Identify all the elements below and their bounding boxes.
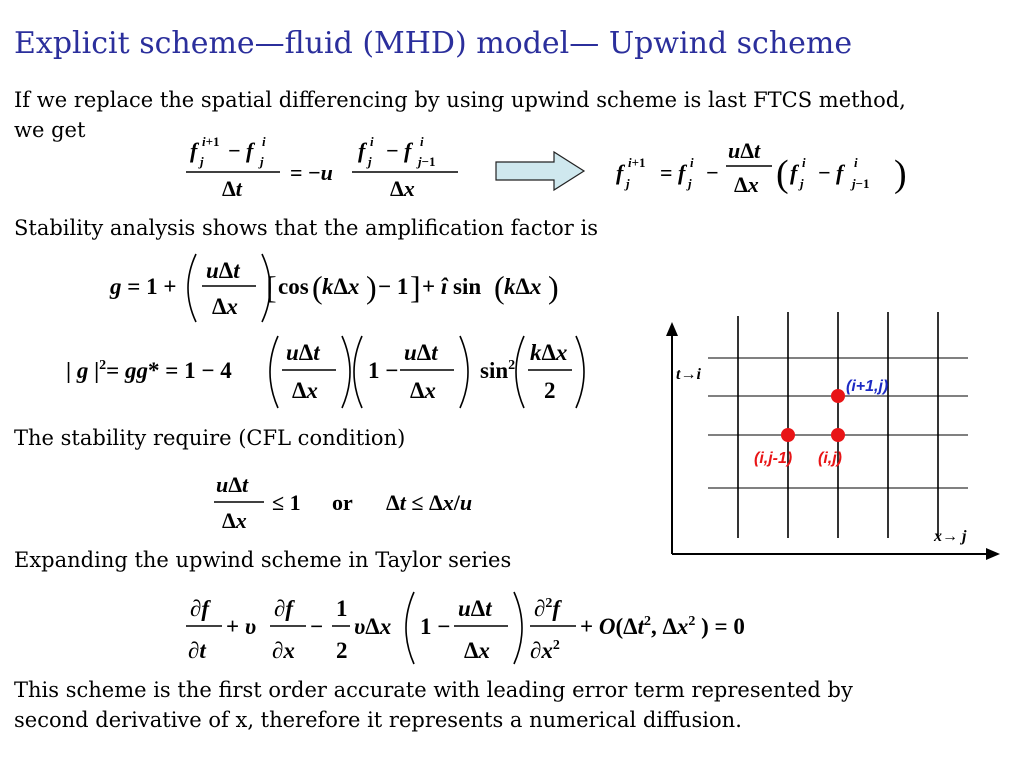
svg-text:j: j: [198, 154, 204, 169]
grid-point-i-plus-1-j: [831, 389, 845, 403]
grid-point-i-j: [831, 428, 845, 442]
svg-text:= f: = f: [660, 160, 688, 185]
svg-text:kΔx: kΔx: [322, 274, 359, 299]
svg-text:Δx: Δx: [292, 378, 318, 403]
slide-title: Explicit scheme—fluid (MHD) model— Upwin…: [14, 26, 853, 61]
svg-text:i: i: [420, 134, 424, 149]
svg-text:): ): [894, 153, 907, 195]
svg-text:i: i: [262, 134, 266, 149]
svg-text:j−1: j−1: [850, 176, 870, 191]
svg-text:or: or: [332, 490, 353, 515]
svg-text:uΔt: uΔt: [286, 340, 320, 365]
svg-text:Δx: Δx: [734, 172, 759, 197]
conclusion-line-2: second derivative of x, therefore it rep…: [14, 708, 742, 732]
svg-text:f: f: [616, 160, 626, 185]
upwind-update-equation: f j i+1 = f j i − uΔt Δx ( f j i − f j−1…: [616, 138, 907, 197]
svg-text:+ î sin: + î sin: [422, 274, 481, 299]
svg-text:f: f: [358, 138, 368, 163]
stability-text: Stability analysis shows that the amplif…: [14, 216, 598, 240]
svg-text:(: (: [776, 153, 789, 195]
svg-text:υΔx: υΔx: [354, 614, 391, 639]
svg-text:sin2: sin2: [480, 358, 515, 383]
svg-text:− f: − f: [228, 138, 256, 163]
svg-text:): ): [548, 269, 559, 305]
taylor-text: Expanding the upwind scheme in Taylor se…: [14, 548, 512, 572]
svg-text:≤ 1: ≤ 1: [272, 490, 301, 515]
svg-text:| g |2= gg* = 1 − 4: | g |2= gg* = 1 − 4: [66, 358, 232, 383]
svg-text:j−1: j−1: [416, 154, 436, 169]
svg-text:1 −: 1 −: [368, 358, 398, 383]
svg-text:−: −: [706, 160, 719, 185]
point-label-i-j: (i,j): [818, 450, 842, 467]
svg-text:Δx: Δx: [464, 638, 490, 663]
svg-text:−: −: [310, 614, 323, 639]
conclusion-line-1: This scheme is the first order accurate …: [14, 678, 853, 702]
svg-text:]: ]: [410, 269, 421, 305]
svg-text:i+1: i+1: [202, 134, 220, 149]
svg-text:j: j: [686, 176, 692, 191]
svg-text:Δt ≤ Δx/u: Δt ≤ Δx/u: [386, 490, 472, 515]
svg-text:): ): [366, 269, 377, 305]
x-axis-label: x→ j: [934, 528, 967, 545]
modulus-equation: | g |2= gg* = 1 − 4 uΔt Δx 1 − uΔt Δx si…: [66, 335, 585, 409]
svg-text:f: f: [790, 160, 800, 185]
svg-text:i+1: i+1: [628, 155, 646, 170]
svg-text:− 1: − 1: [378, 274, 408, 299]
svg-text:uΔt: uΔt: [458, 596, 492, 621]
svg-text:uΔt: uΔt: [728, 138, 761, 163]
svg-text:i: i: [690, 155, 694, 170]
svg-text:uΔt: uΔt: [206, 258, 240, 283]
svg-text:j: j: [798, 176, 804, 191]
svg-text:+ O(Δt2, Δx2 ) = 0: + O(Δt2, Δx2 ) = 0: [580, 614, 745, 639]
svg-text:f: f: [190, 138, 200, 163]
svg-text:∂x: ∂x: [272, 638, 295, 663]
svg-text:kΔx: kΔx: [504, 274, 541, 299]
svg-text:j: j: [624, 176, 630, 191]
svg-text:cos: cos: [278, 274, 309, 299]
svg-text:Δx: Δx: [390, 176, 415, 201]
svg-text:(: (: [312, 269, 323, 305]
svg-text:∂f: ∂f: [274, 596, 295, 621]
svg-text:∂2f: ∂2f: [534, 596, 562, 621]
svg-text:∂t: ∂t: [188, 638, 206, 663]
svg-text:[: [: [266, 269, 277, 305]
svg-text:Δt: Δt: [222, 176, 243, 201]
svg-text:1 −: 1 −: [420, 614, 450, 639]
svg-text:− f: − f: [818, 160, 846, 185]
cfl-condition-equation: uΔt Δx ≤ 1 or Δt ≤ Δx/u: [214, 472, 472, 533]
grid-point-i-j-minus-1: [781, 428, 795, 442]
right-arrow-shape: [495, 150, 586, 192]
svg-text:∂f: ∂f: [190, 596, 211, 621]
finite-difference-equation: f j i+1 − f j i Δt = −u f j i − f j−1 i …: [186, 134, 458, 201]
svg-text:i: i: [854, 155, 858, 170]
svg-text:uΔt: uΔt: [404, 340, 438, 365]
intro-line-2: we get: [14, 118, 86, 142]
taylor-series-equation: ∂f ∂t + υ ∂f ∂x − 1 2 υΔx 1 − uΔt Δx ∂2f…: [186, 591, 745, 665]
svg-text:g = 1 +: g = 1 +: [109, 274, 176, 299]
svg-text:= −u: = −u: [290, 160, 333, 185]
svg-text:uΔt: uΔt: [216, 472, 249, 497]
point-label-i-j-minus-1: (i,j-1): [754, 450, 793, 467]
svg-text:2: 2: [544, 378, 556, 403]
svg-text:1: 1: [336, 596, 348, 621]
svg-text:Δx: Δx: [222, 508, 247, 533]
svg-text:j: j: [258, 154, 264, 169]
amplification-factor-equation: g = 1 + uΔt Δx [ cos ( kΔx ) − 1 ] + î s…: [109, 253, 559, 323]
svg-text:(: (: [494, 269, 505, 305]
svg-text:kΔx: kΔx: [530, 340, 567, 365]
svg-text:Δx: Δx: [410, 378, 436, 403]
svg-text:2: 2: [336, 638, 348, 663]
svg-text:Δx: Δx: [212, 294, 238, 319]
intro-line-1: If we replace the spatial differencing b…: [14, 88, 906, 112]
svg-text:− f: − f: [386, 138, 414, 163]
svg-text:+ υ: + υ: [226, 614, 256, 639]
t-axis-label: t→i: [676, 366, 701, 383]
svg-text:∂x2: ∂x2: [530, 638, 560, 663]
svg-text:i: i: [802, 155, 806, 170]
svg-text:j: j: [366, 154, 372, 169]
cfl-text: The stability require (CFL condition): [14, 426, 406, 450]
grid-diagram: [666, 312, 1000, 560]
svg-text:i: i: [370, 134, 374, 149]
point-label-i-plus-1-j: (i+1,j): [846, 378, 889, 395]
